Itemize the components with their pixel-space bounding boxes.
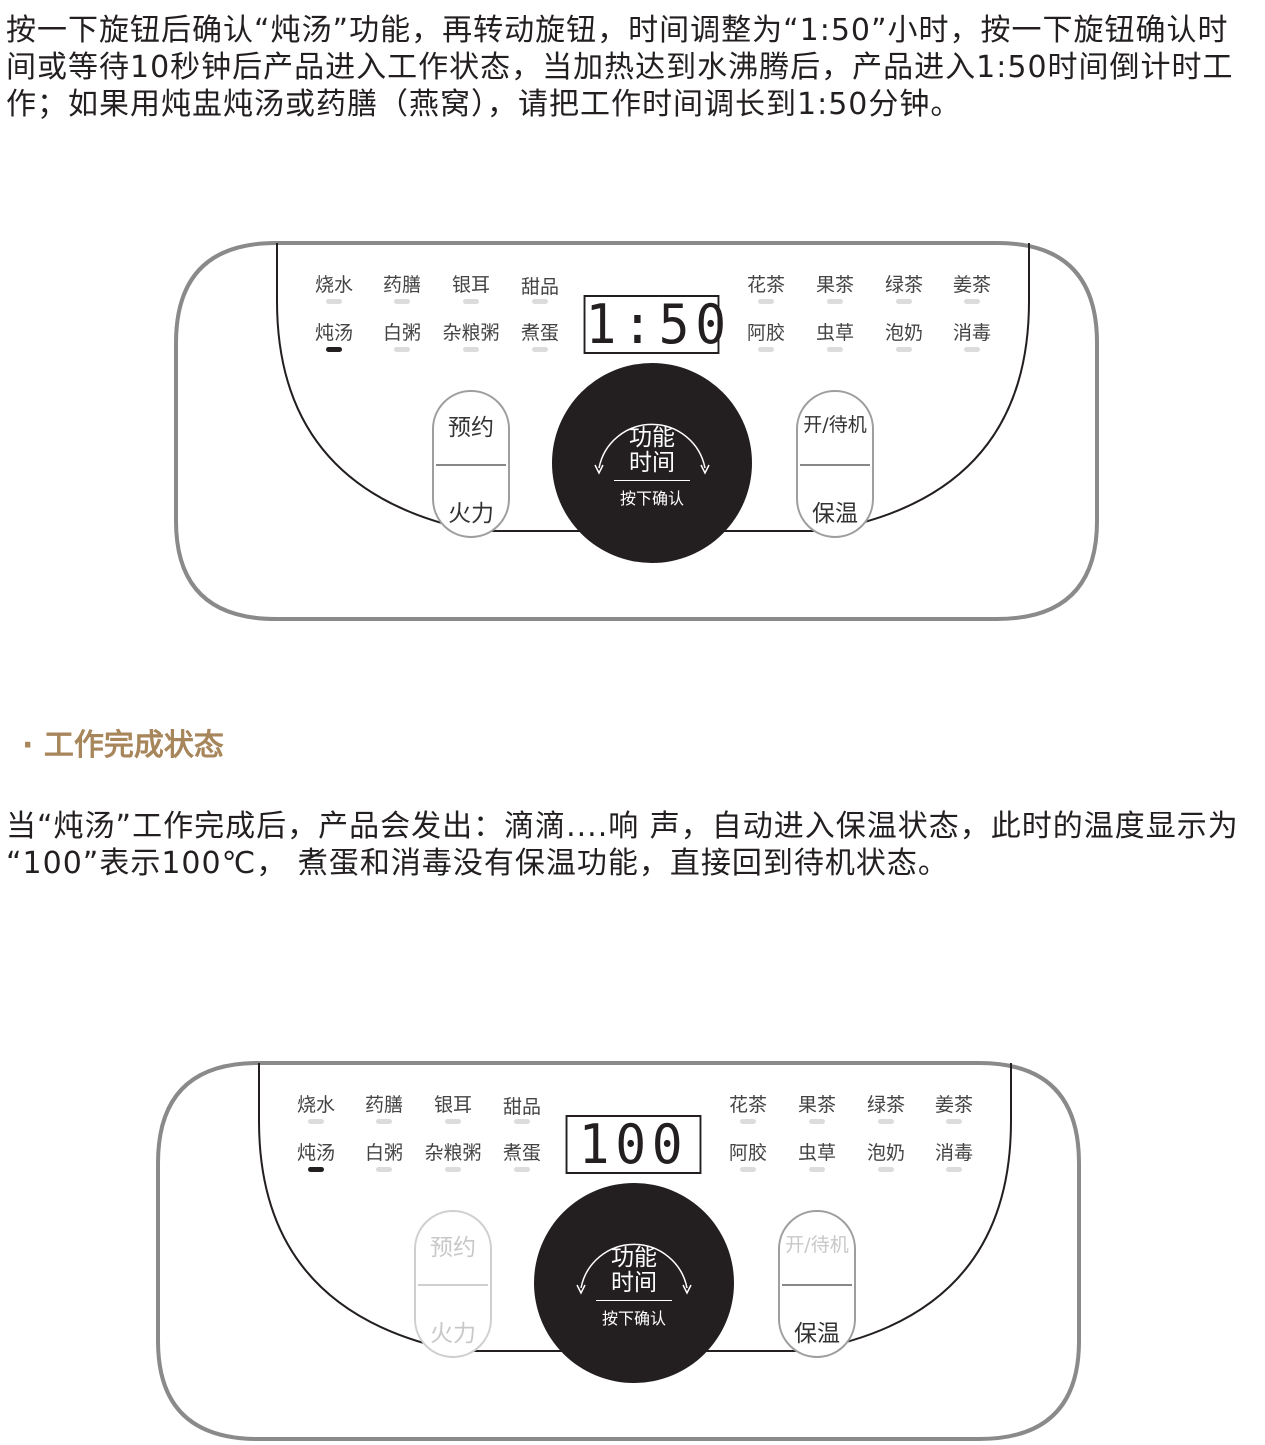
led-boil-egg [514, 1167, 530, 1172]
time-display: 1:50 [583, 293, 732, 356]
label-rice-porridge[interactable]: 白粥 [382, 322, 421, 344]
led-dessert [514, 1119, 530, 1124]
knob-function-label: 功能 [629, 425, 675, 451]
label-fruit-tea[interactable]: 果茶 [797, 1094, 836, 1116]
led-disinfect [964, 347, 980, 352]
rotate-arrows-icon [594, 423, 710, 475]
reserve-power-button[interactable]: 预约 火力 [432, 390, 510, 538]
label-flower-tea[interactable]: 花茶 [728, 1094, 767, 1116]
led-medicinal [376, 1119, 392, 1124]
label-ejiao[interactable]: 阿胶 [746, 322, 785, 344]
led-flower-tea [758, 299, 774, 304]
label-tremella[interactable]: 银耳 [433, 1094, 472, 1116]
function-time-knob[interactable]: 功能 时间 按下确认 [552, 363, 752, 563]
label-ginger-tea[interactable]: 姜茶 [934, 1094, 973, 1116]
led-dessert [532, 299, 548, 304]
knob-divider [596, 1300, 672, 1301]
led-cordyceps [809, 1167, 825, 1172]
reserve-power-button-disabled[interactable]: 预约 火力 [414, 1210, 492, 1358]
reserve-label: 预约 [448, 415, 494, 441]
label-rice-porridge[interactable]: 白粥 [364, 1142, 403, 1164]
section-heading: · 工作完成状态 [22, 728, 224, 763]
label-ejiao[interactable]: 阿胶 [728, 1142, 767, 1164]
label-boil-egg[interactable]: 煮蛋 [502, 1142, 541, 1164]
knob-confirm-label: 按下确认 [619, 489, 684, 508]
led-fruit-tea [827, 299, 843, 304]
label-tremella[interactable]: 银耳 [451, 274, 490, 296]
knob-divider [614, 480, 690, 481]
label-dessert[interactable]: 甜品 [502, 1096, 541, 1118]
led-ejiao [758, 347, 774, 352]
label-medicinal[interactable]: 药膳 [364, 1094, 403, 1116]
led-grain-porridge [463, 347, 479, 352]
label-cordyceps[interactable]: 虫草 [797, 1142, 836, 1164]
led-boil-egg [532, 347, 548, 352]
power-level-label: 火力 [448, 501, 494, 527]
knob-time-label: 时间 [611, 1270, 657, 1296]
led-milk [878, 1167, 894, 1172]
label-green-tea[interactable]: 绿茶 [884, 274, 923, 296]
led-green-tea [896, 299, 912, 304]
label-boil-water[interactable]: 烧水 [296, 1094, 335, 1116]
led-rice-porridge [376, 1167, 392, 1172]
led-fruit-tea [809, 1119, 825, 1124]
label-stew-soup[interactable]: 炖汤 [296, 1142, 335, 1164]
power-level-label: 火力 [430, 1321, 476, 1347]
label-stew-soup[interactable]: 炖汤 [314, 322, 353, 344]
power-standby-label-dim: 开/待机 [785, 1234, 849, 1256]
label-fruit-tea[interactable]: 果茶 [815, 274, 854, 296]
label-boil-egg[interactable]: 煮蛋 [520, 322, 559, 344]
reserve-label: 预约 [430, 1235, 476, 1261]
label-green-tea[interactable]: 绿茶 [866, 1094, 905, 1116]
led-stew-soup-active [326, 347, 342, 352]
led-milk [896, 347, 912, 352]
knob-function-label: 功能 [611, 1245, 657, 1271]
rotate-arrows-icon [576, 1243, 692, 1295]
label-medicinal[interactable]: 药膳 [382, 274, 421, 296]
label-ginger-tea[interactable]: 姜茶 [952, 274, 991, 296]
led-green-tea [878, 1119, 894, 1124]
button-divider [418, 1284, 488, 1286]
button-divider [782, 1284, 852, 1286]
temperature-display: 100 [565, 1115, 702, 1174]
label-flower-tea[interactable]: 花茶 [746, 274, 785, 296]
led-tremella [463, 299, 479, 304]
power-standby-label: 开/待机 [803, 414, 867, 436]
led-flower-tea [740, 1119, 756, 1124]
knob-confirm-label: 按下确认 [601, 1309, 666, 1328]
completion-paragraph: 当“炖汤”工作完成后，产品会发出：滴滴....响 声，自动进入保温状态，此时的温… [6, 809, 1239, 881]
led-medicinal [394, 299, 410, 304]
led-ginger-tea [946, 1119, 962, 1124]
label-milk[interactable]: 泡奶 [884, 322, 923, 344]
label-cordyceps[interactable]: 虫草 [815, 322, 854, 344]
keep-warm-label-active: 保温 [794, 1321, 840, 1347]
power-keepwarm-button[interactable]: 开/待机 保温 [796, 390, 874, 538]
label-dessert[interactable]: 甜品 [520, 276, 559, 298]
led-cordyceps [827, 347, 843, 352]
button-divider [436, 464, 506, 466]
led-disinfect [946, 1167, 962, 1172]
control-panel-countdown: 烧水 药膳 银耳 甜品 炖汤 白粥 杂粮粥 煮蛋 1:50 花茶 果茶 绿茶 姜… [174, 241, 1099, 621]
label-disinfect[interactable]: 消毒 [952, 322, 991, 344]
led-grain-porridge [445, 1167, 461, 1172]
led-boil-water [308, 1119, 324, 1124]
control-panel-keep-warm: 烧水 药膳 银耳 甜品 炖汤 白粥 杂粮粥 煮蛋 100 花茶 果茶 绿茶 姜茶… [156, 1061, 1081, 1441]
label-milk[interactable]: 泡奶 [866, 1142, 905, 1164]
led-ginger-tea [964, 299, 980, 304]
label-boil-water[interactable]: 烧水 [314, 274, 353, 296]
button-divider [800, 464, 870, 466]
function-time-knob[interactable]: 功能 时间 按下确认 [534, 1183, 734, 1383]
knob-time-label: 时间 [629, 450, 675, 476]
label-grain-porridge[interactable]: 杂粮粥 [424, 1142, 482, 1164]
led-boil-water [326, 299, 342, 304]
label-grain-porridge[interactable]: 杂粮粥 [442, 322, 500, 344]
led-rice-porridge [394, 347, 410, 352]
led-ejiao [740, 1167, 756, 1172]
keep-warm-label: 保温 [812, 501, 858, 527]
led-tremella [445, 1119, 461, 1124]
label-disinfect[interactable]: 消毒 [934, 1142, 973, 1164]
power-keepwarm-button[interactable]: 开/待机 保温 [778, 1210, 856, 1358]
intro-paragraph: 按一下旋钮后确认“炖汤”功能，再转动旋钮，时间调整为“1:50”小时，按一下旋钮… [6, 13, 1234, 122]
led-stew-soup-active [308, 1167, 324, 1172]
